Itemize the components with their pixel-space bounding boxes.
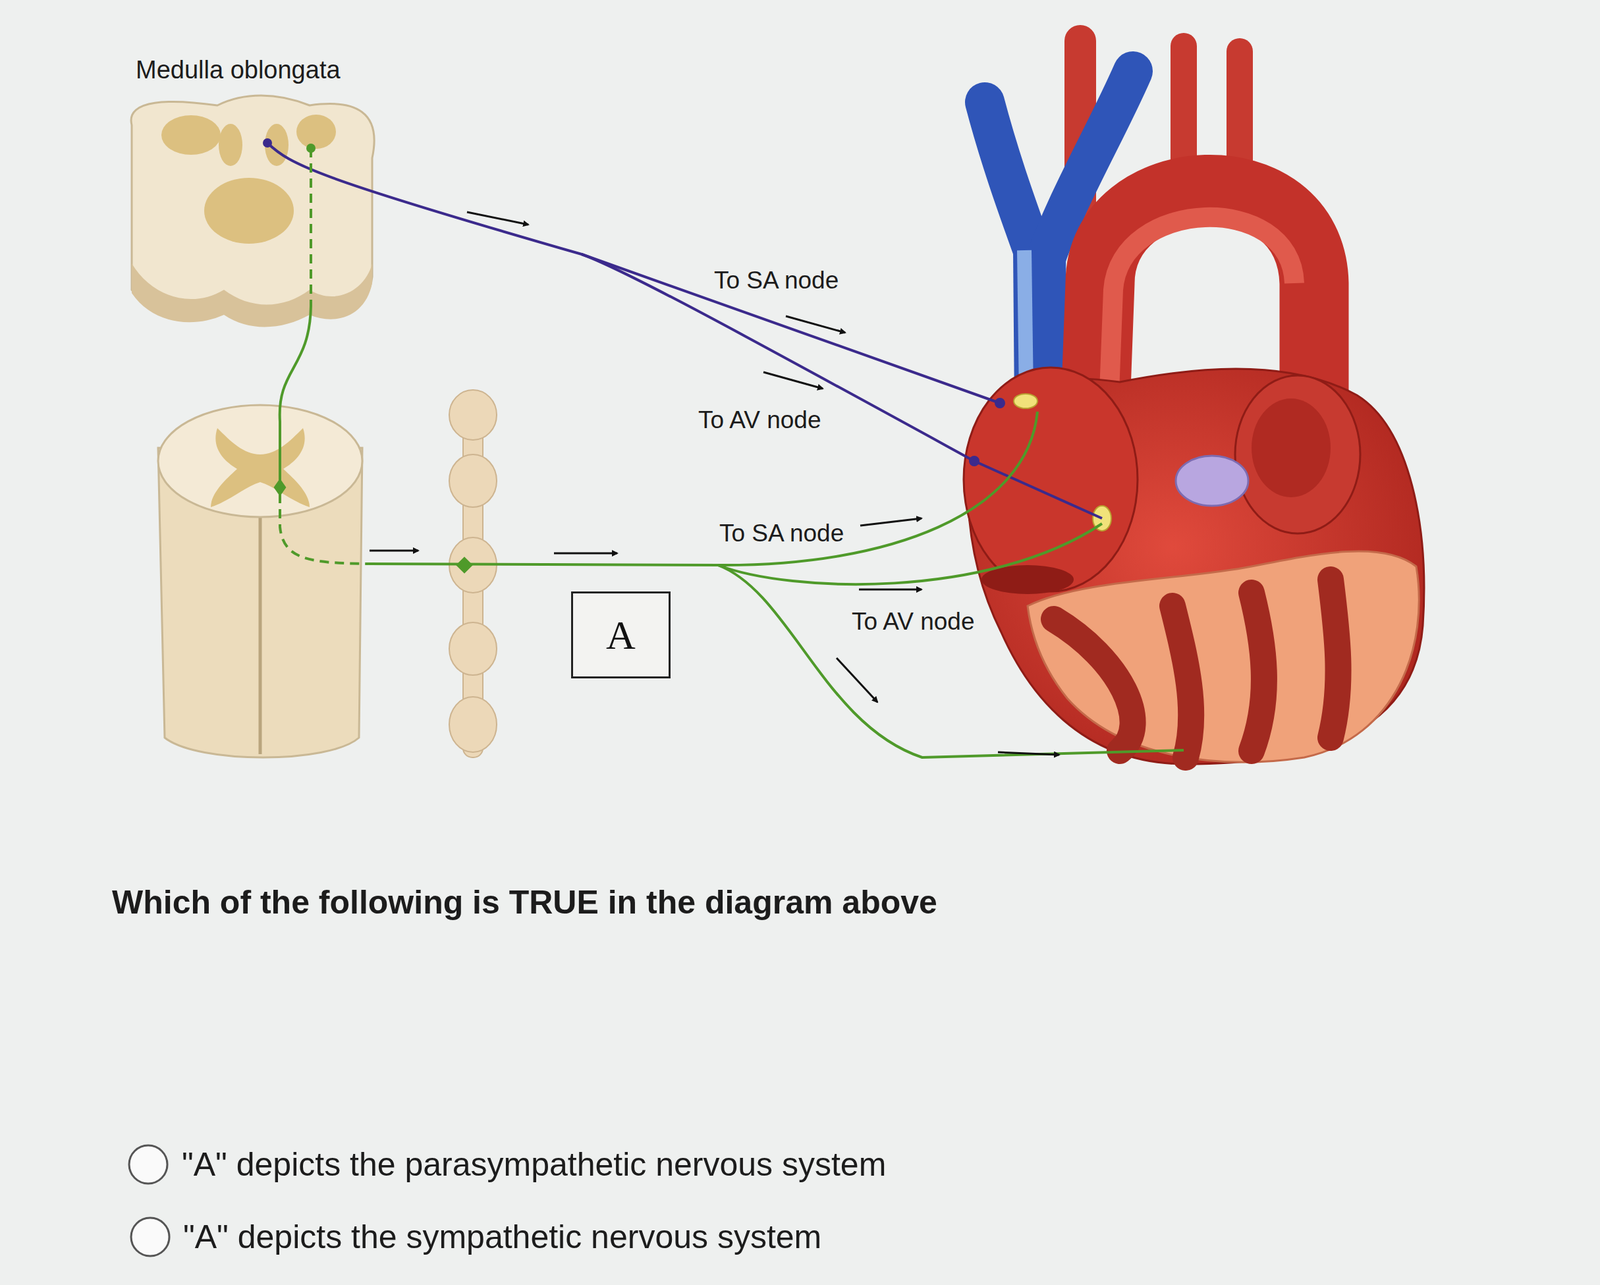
target-label: To SA node [711,266,842,296]
sympathetic-chain [449,389,497,758]
question-text: Which of the following is TRUE in the di… [109,882,940,923]
answer-box: A [571,591,671,679]
answer-option: "A" depicts the sympathetic nervous syst… [180,1217,825,1257]
direction-arrows [369,212,1060,755]
parasympathetic-fibers [264,139,1103,519]
radio-buttons [129,1145,170,1257]
sympathetic-fibers [275,144,1184,758]
box-letter: A [606,611,636,659]
target-label: To AV node [849,607,978,637]
medulla-section [131,95,375,327]
structure-label: Medulla oblongata [133,55,344,86]
target-label: To SA node [716,519,847,549]
target-label: To AV node [695,405,825,435]
spinal-cord [158,405,363,758]
heart [963,40,1425,765]
answer-option: "A" depicts the parasympathetic nervous … [179,1144,889,1185]
